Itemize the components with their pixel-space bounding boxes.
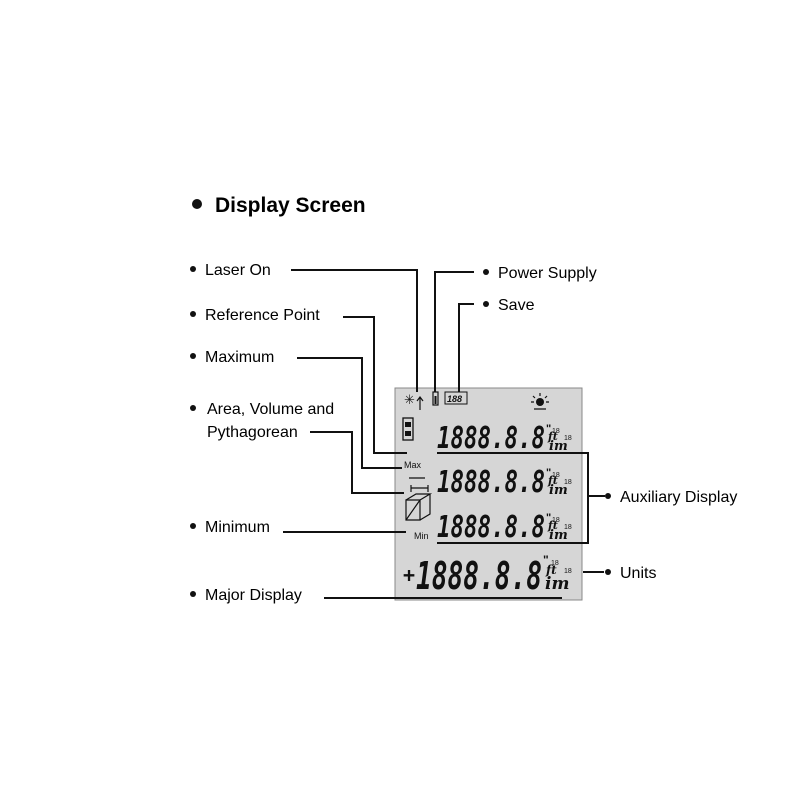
maximum-label: Maximum [205, 349, 274, 366]
max-label: Max [404, 460, 422, 470]
reference-point-bullet [190, 311, 196, 317]
aux-row-3-unit-small-2: 18 [564, 524, 572, 531]
laser-arrow-icon [416, 396, 424, 410]
reference-point-leader [343, 316, 407, 454]
aux-row-3-unit-ft: ft [547, 519, 558, 532]
aux-row-1-unit-small-2: 18 [564, 435, 572, 442]
aux-row-1-unit-ft: ft [547, 430, 558, 443]
area-volume-bullet [190, 405, 196, 411]
minimum-label: Minimum [205, 519, 270, 536]
aux-row-1-unit-small: 18 [552, 428, 560, 435]
aux-row-1-inch-mark: " [546, 423, 551, 435]
major-display-digits: 1888.8.8 [416, 554, 542, 598]
laser-icon: ✳ [404, 392, 415, 407]
aux-row-2-digits: 1888.8.8 [437, 465, 545, 500]
aux-row-3-unit-im: im [549, 528, 568, 543]
laser-on-leader [291, 269, 418, 392]
min-label: Min [414, 531, 429, 541]
area-volume-icon [405, 493, 433, 521]
major-display-bullet [190, 591, 196, 597]
maximum-bullet [190, 353, 196, 359]
aux-row-3-digits: 1888.8.8 [437, 510, 545, 545]
save-indicator-box [444, 391, 468, 405]
aux-row-2-unit-im: im [549, 483, 568, 498]
save-label: Save [498, 297, 535, 314]
aux-row-1-digits: 1888.8.8 [437, 421, 545, 456]
aux-row-2-unit-ft: ft [547, 474, 558, 487]
aux-row-3-unit-small: 18 [552, 517, 560, 524]
laser-on-bullet [190, 266, 196, 272]
power-supply-label: Power Supply [498, 265, 597, 282]
major-inch-mark: " [543, 553, 549, 567]
major-display-label: Major Display [205, 587, 302, 604]
save-indicator: 188 [447, 394, 462, 404]
backlight-icon [531, 393, 549, 410]
major-unit-im: im [545, 574, 569, 594]
auxiliary-display-label: Auxiliary Display [620, 489, 737, 506]
area-volume-leader [310, 431, 404, 494]
major-sign: + [403, 563, 415, 587]
major-unit-small: 18 [551, 560, 559, 567]
area-volume-label-line-1: Area, Volume and [207, 401, 334, 418]
reference-point-label: Reference Point [205, 307, 320, 324]
battery-level-icon [434, 396, 437, 404]
length-icon [409, 477, 429, 492]
auxiliary-display-bracket [437, 452, 589, 544]
maximum-leader [297, 357, 402, 469]
reference-point-icon [402, 417, 414, 441]
aux-row-1-unit-im: im [549, 439, 568, 454]
title-bullet [192, 199, 202, 209]
auxiliary-display-bullet [605, 493, 611, 499]
diagram-title: Display Screen [215, 194, 366, 217]
aux-row-2-unit-small-2: 18 [564, 479, 572, 486]
area-volume-label-line-2: Pythagorean [207, 424, 298, 441]
aux-row-2-unit-small: 18 [552, 472, 560, 479]
power-supply-bullet [483, 269, 489, 275]
aux-row-2-inch-mark: " [546, 467, 551, 479]
units-label: Units [620, 565, 656, 582]
save-bullet [483, 301, 489, 307]
units-bullet [605, 569, 611, 575]
major-unit-small-2: 18 [564, 568, 572, 575]
minimum-bullet [190, 523, 196, 529]
laser-on-label: Laser On [205, 262, 271, 279]
aux-row-3-inch-mark: " [546, 512, 551, 524]
major-unit-ft: ft [545, 563, 557, 577]
power-supply-leader [434, 271, 474, 392]
save-leader [458, 303, 474, 392]
